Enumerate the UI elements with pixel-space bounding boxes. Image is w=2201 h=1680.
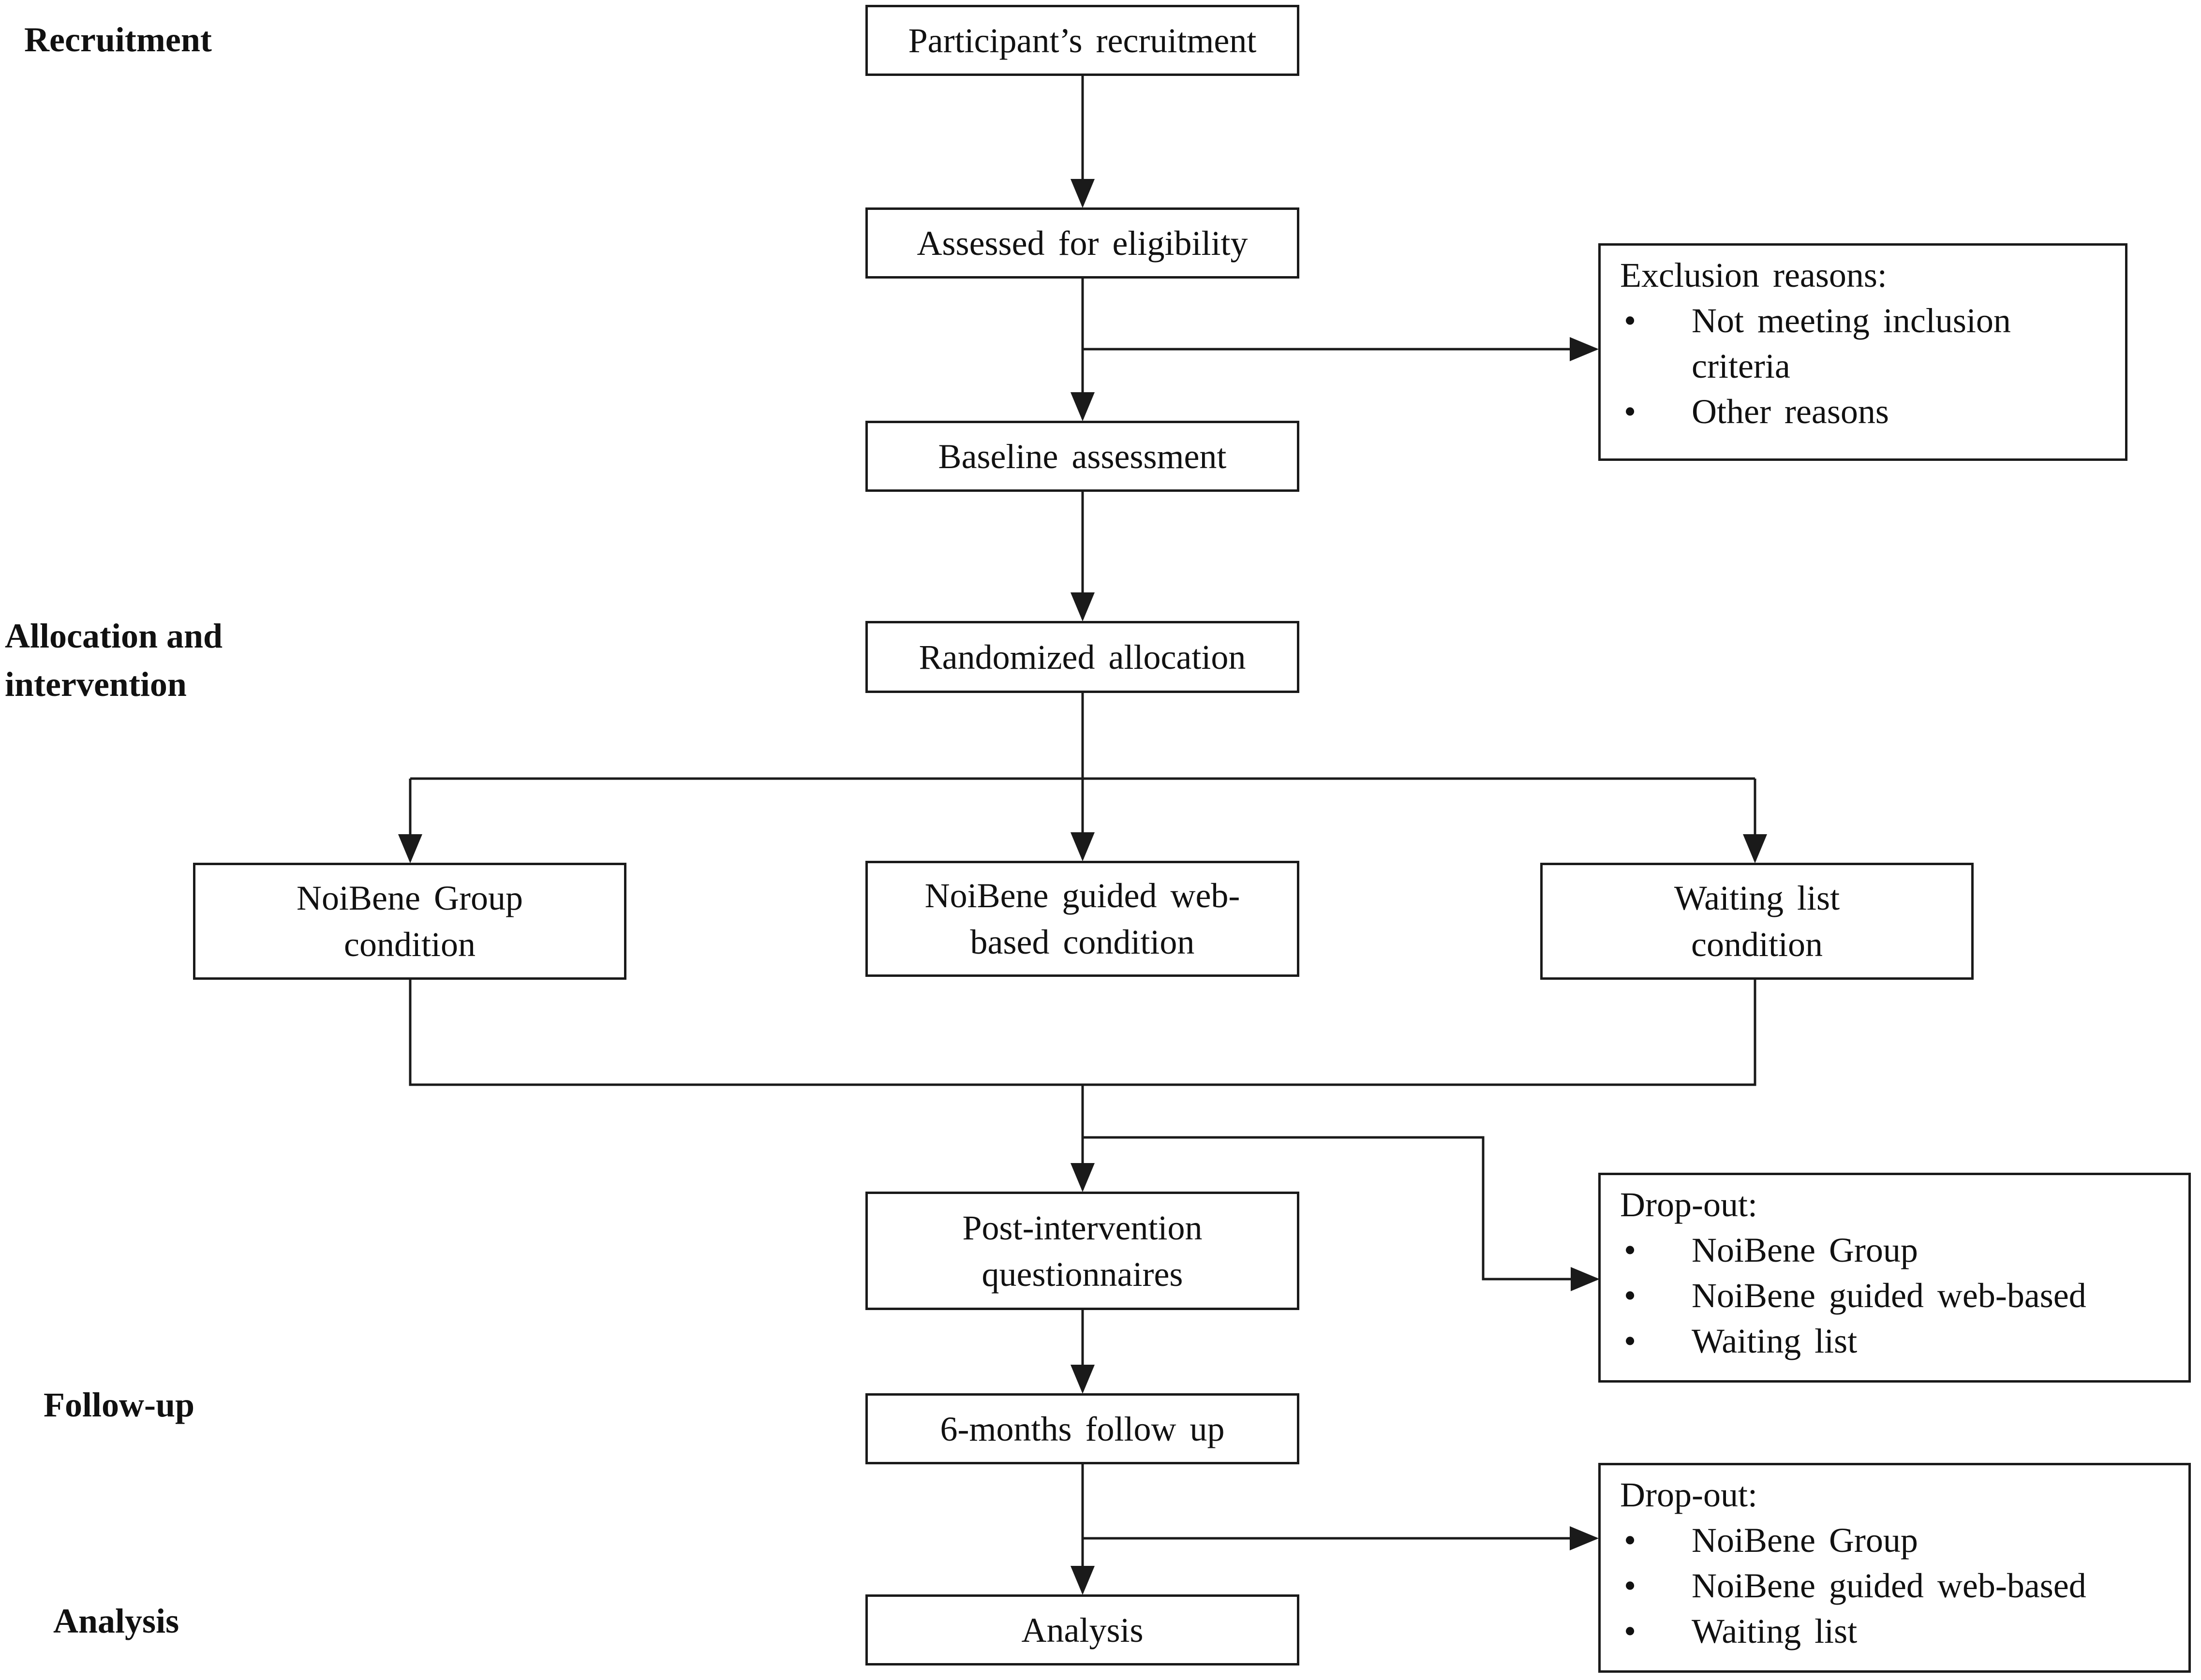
box-post-intervention-line1: Post-intervention <box>962 1208 1203 1247</box>
box-dropout-post: Drop-out: NoiBene Group NoiBene guided w… <box>1598 1173 2191 1383</box>
box-randomized-allocation-label: Randomized allocation <box>919 637 1246 677</box>
dropout-followup-item: NoiBene guided web-based <box>1620 1563 2169 1608</box>
exclusion-title: Exclusion reasons: <box>1620 256 1887 295</box>
box-assessed-eligibility-label: Assessed for eligibility <box>917 223 1248 263</box>
box-baseline-assessment: Baseline assessment <box>865 421 1299 492</box>
box-participant-recruitment: Participant’s recruitment <box>865 5 1299 76</box>
dropout-post-list: NoiBene Group NoiBene guided web-based W… <box>1620 1227 2169 1364</box>
exclusion-item1-line2: criteria <box>1692 347 1790 385</box>
box-participant-recruitment-label: Participant’s recruitment <box>908 21 1257 60</box>
dropout-post-item-label: Waiting list <box>1692 1322 1858 1360</box>
phase-label-analysis: Analysis <box>53 1602 179 1640</box>
box-baseline-assessment-label: Baseline assessment <box>938 437 1227 476</box>
box-randomized-allocation: Randomized allocation <box>865 621 1299 693</box>
dropout-post-title: Drop-out: <box>1620 1185 1757 1224</box>
exclusion-item2: Other reasons <box>1692 392 1889 431</box>
box-noibene-web-line2: based condition <box>970 923 1195 961</box>
dropout-post-item: NoiBene guided web-based <box>1620 1273 2169 1318</box>
dropout-followup-list: NoiBene Group NoiBene guided web-based W… <box>1620 1518 2169 1654</box>
phase-label-recruitment: Recruitment <box>24 20 212 59</box>
box-assessed-eligibility: Assessed for eligibility <box>865 207 1299 279</box>
box-noibene-web-line1: NoiBene guided web- <box>924 876 1240 915</box>
exclusion-item1-line1: Not meeting inclusion <box>1692 301 2011 340</box>
box-six-months-followup-label: 6-months follow up <box>940 1409 1225 1448</box>
dropout-followup-item-label: NoiBene guided web-based <box>1692 1566 2086 1605</box>
exclusion-item: Not meeting inclusion criteria <box>1620 298 2106 389</box>
phase-label-allocation-line2: intervention <box>5 665 187 704</box>
dropout-post-item-label: NoiBene guided web-based <box>1692 1276 2086 1315</box>
box-analysis-label: Analysis <box>1021 1610 1144 1650</box>
box-dropout-followup: Drop-out: NoiBene Group NoiBene guided w… <box>1598 1463 2191 1673</box>
box-noibene-group-line2: condition <box>344 925 476 964</box>
dropout-post-item: Waiting list <box>1620 1318 2169 1364</box>
phase-label-followup: Follow-up <box>44 1385 195 1424</box>
phase-label-allocation-line1: Allocation and <box>5 617 223 655</box>
dropout-followup-title: Drop-out: <box>1620 1475 1757 1514</box>
box-waiting-list-condition: Waiting list condition <box>1540 863 1974 980</box>
box-noibene-group-line1: NoiBene Group <box>297 879 523 917</box>
box-exclusion-reasons: Exclusion reasons: Not meeting inclusion… <box>1598 243 2127 461</box>
phase-label-allocation: Allocation and intervention <box>5 612 223 708</box>
dropout-followup-item-label: Waiting list <box>1692 1612 1858 1651</box>
line-merge <box>409 980 1756 1086</box>
exclusion-item: Other reasons <box>1620 389 2106 434</box>
box-waiting-list-line1: Waiting list <box>1674 879 1840 917</box>
box-six-months-followup: 6-months follow up <box>865 1393 1299 1464</box>
dropout-post-item-label: NoiBene Group <box>1692 1231 1918 1269</box>
box-post-intervention-line2: questionnaires <box>982 1254 1183 1294</box>
box-waiting-list-line2: condition <box>1691 925 1823 964</box>
box-post-intervention: Post-intervention questionnaires <box>865 1192 1299 1310</box>
dropout-followup-item-label: NoiBene Group <box>1692 1521 1918 1560</box>
dropout-post-item: NoiBene Group <box>1620 1227 2169 1273</box>
arrow-to-dropout-post <box>1083 1136 1600 1291</box>
dropout-followup-item: Waiting list <box>1620 1608 2169 1654</box>
box-analysis: Analysis <box>865 1594 1299 1665</box>
exclusion-list: Not meeting inclusion criteria Other rea… <box>1620 298 2106 434</box>
box-noibene-web-condition: NoiBene guided web- based condition <box>865 861 1299 977</box>
box-noibene-group-condition: NoiBene Group condition <box>193 863 626 980</box>
dropout-followup-item: NoiBene Group <box>1620 1518 2169 1563</box>
